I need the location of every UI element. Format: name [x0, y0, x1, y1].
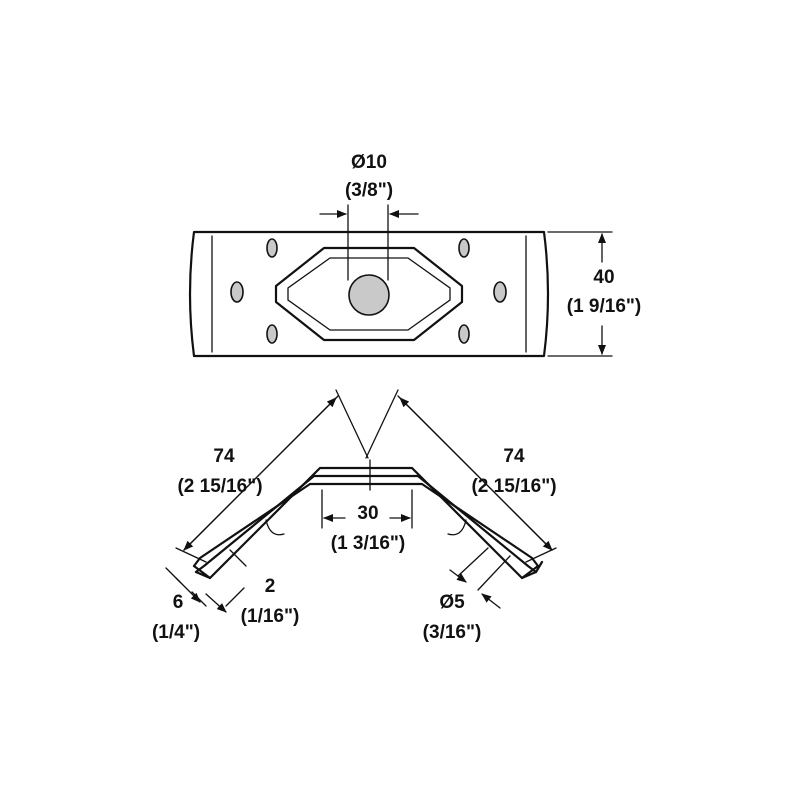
bracket-lip-right [520, 564, 540, 580]
top-view: Ø10 (3/8") 40 (1 9/16") [188, 152, 642, 358]
mounting-hole-tr [458, 238, 470, 258]
dim-side-hole-in: (3/16") [423, 622, 482, 643]
dim-leg-left-ext-top [335, 389, 369, 459]
dim-leg-left: 74 [213, 446, 235, 467]
dim-thickness-ext [229, 549, 247, 567]
side-view: 74 (2 15/16") 74 (2 15/16") 30 (1 3/16")… [152, 389, 557, 643]
dim-height: 40 [593, 267, 614, 288]
dim-flat-width: 30 [357, 503, 378, 524]
dim-leg-left-ext-bottom [175, 547, 207, 563]
dim-lip-in: (1/4") [152, 622, 200, 643]
mounting-hole-right [493, 281, 507, 303]
dim-hole-diameter: Ø10 [351, 152, 387, 173]
dim-leg-right-line-2 [399, 397, 553, 551]
dim-leg-right: 74 [503, 446, 525, 467]
dim-height-in: (1 9/16") [567, 296, 642, 317]
mounting-hole-bl [266, 324, 278, 344]
dim-thickness: 2 [265, 576, 276, 597]
emboss-arc-left [265, 519, 285, 536]
recess-inner [287, 257, 451, 331]
mounting-hole-left [230, 281, 244, 303]
dim-side-hole-arrow-2 [481, 593, 501, 609]
dim-lip: 6 [173, 592, 184, 613]
dim-thickness-in: (1/16") [241, 606, 300, 627]
dim-side-hole-arrow-1 [449, 569, 467, 583]
bracket-lip-left [192, 564, 212, 580]
dim-flat-width-in: (1 3/16") [331, 533, 406, 554]
mounting-hole-br [458, 324, 470, 344]
dim-side-hole-ext-2 [477, 555, 511, 591]
bracket-profile-mid [194, 474, 538, 574]
center-hole [348, 274, 390, 316]
dim-hole-diameter-in: (3/8") [345, 180, 393, 201]
dim-thickness-arrow [205, 593, 227, 613]
dim-lip-ext-2 [191, 591, 207, 607]
dim-thickness-arrow-2 [225, 587, 245, 607]
dim-side-hole-ext-1 [457, 547, 489, 577]
dim-leg-left-line-2 [183, 397, 337, 551]
dim-lip-arrow [175, 577, 201, 603]
emboss-arc-right [447, 519, 467, 536]
dim-leg-right-in: (2 15/16") [471, 476, 556, 497]
dim-leg-right-ext-top [365, 389, 399, 459]
dim-leg-left-in: (2 15/16") [177, 476, 262, 497]
recess-outer [274, 246, 464, 342]
dim-side-hole: Ø5 [439, 592, 465, 613]
mounting-hole-tl [266, 238, 278, 258]
plate-outline [188, 230, 550, 358]
